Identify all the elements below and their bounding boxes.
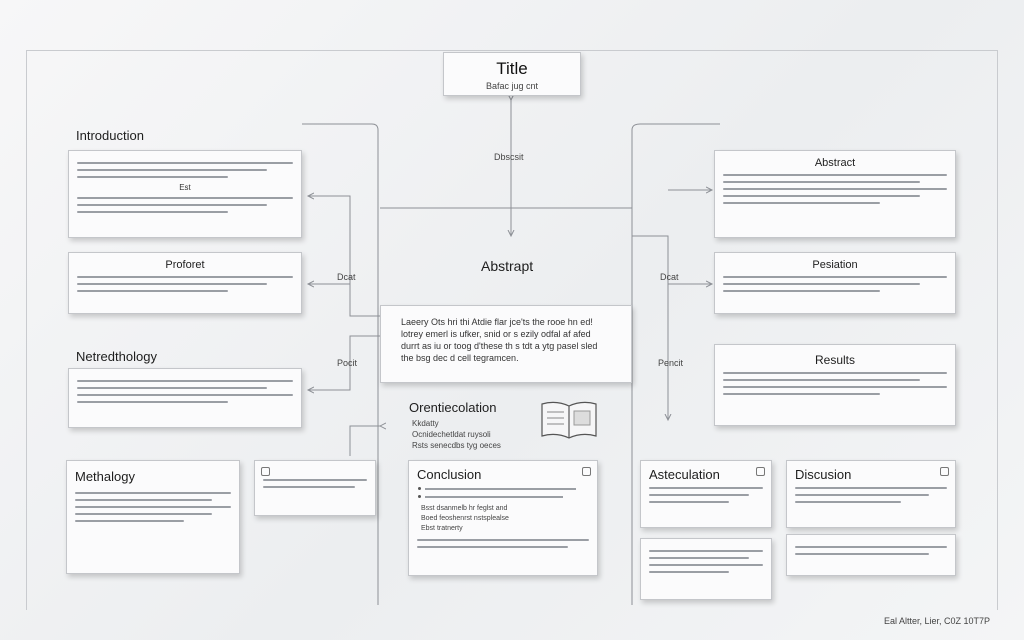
square-icon [582,467,591,476]
proforet-box: Proforet [68,252,302,314]
orentiecolation-list: Kkdatty Ocnidechetldat ruysoli Rsts sene… [412,418,501,451]
orentiecolation-item-2: Ocnidechetldat ruysoli [412,430,491,439]
results-box: Results [714,344,956,426]
methalogy-side-text [263,479,367,488]
netredthology-box [68,368,302,428]
asteculation-text [649,487,763,503]
methalogy-box: Methalogy [66,460,240,574]
title-subtitle: Bafac jug cnt [485,81,539,91]
discusion-text-2 [795,546,947,555]
square-icon [756,467,765,476]
asteculation-text-2 [649,550,763,573]
edge-label-left-upper: Dcat [337,272,356,282]
netredthology-heading: Netredthology [76,349,157,364]
center-abstract-text: Laeery Ots hri thi Atdie flar jce'ts the… [401,317,598,363]
edge-label-right-upper: Dcat [660,272,679,282]
introduction-heading: Introduction [76,128,144,143]
conclusion-bullets [417,487,589,498]
pesiation-title: Pesiation [812,259,858,271]
asteculation-box-2 [640,538,772,600]
abstract-title: Abstract [814,157,856,169]
pesiation-box: Pesiation [714,252,956,314]
edge-label-top-center: Dbscsit [494,152,524,162]
discusion-box: Discusion [786,460,956,528]
conclusion-box: Conclusion Bsst dsanmelb hr feglst and B… [408,460,598,576]
introduction-box: Est [68,150,302,238]
square-icon [261,467,270,476]
conclusion-item-3: Ebst tratnerty [421,525,463,532]
discusion-title: Discusion [795,467,852,482]
abstract-text [723,174,947,204]
results-title: Results [814,353,855,367]
conclusion-text [417,539,589,548]
square-icon [940,467,949,476]
discusion-text [795,487,947,503]
outer-frame [26,50,998,610]
pesiation-text [723,276,947,292]
methalogy-text [75,492,231,522]
asteculation-title: Asteculation [649,467,720,482]
orentiecolation-item-1: Kkdatty [412,419,439,428]
center-heading: Abstrapt [481,258,534,274]
asteculation-box: Asteculation [640,460,772,528]
abstract-box: Abstract [714,150,956,238]
netredthology-text [77,380,293,403]
edge-label-right-lower: Pencit [658,358,684,368]
conclusion-item-2: Boed feoshenrst nstsplealse [421,515,509,522]
proforet-title: Proforet [165,259,205,271]
methalogy-side-box [254,460,376,516]
introduction-sub: Est [179,183,191,192]
conclusion-title: Conclusion [417,467,482,482]
title-box: Title Bafac jug cnt [443,52,581,96]
title-text: Title [496,59,528,78]
results-text [723,372,947,395]
orentiecolation-heading: Orentiecolation [409,400,497,415]
center-abstract-box: Laeery Ots hri thi Atdie flar jce'ts the… [380,305,632,383]
book-icon [541,401,597,439]
introduction-text [77,162,293,178]
conclusion-items: Bsst dsanmelb hr feglst and Boed feoshen… [417,504,589,534]
orentiecolation-item-3: Rsts senecdbs tyg oeces [412,441,501,450]
edge-label-left-lower: Pocit [337,358,358,368]
methalogy-title: Methalogy [75,469,135,484]
introduction-text-2 [77,197,293,213]
proforet-text [77,276,293,292]
discusion-box-2 [786,534,956,576]
footer-text: Eal Altter, Lier, C0Z 10T7P [883,616,990,626]
conclusion-item-1: Bsst dsanmelb hr feglst and [421,505,508,512]
